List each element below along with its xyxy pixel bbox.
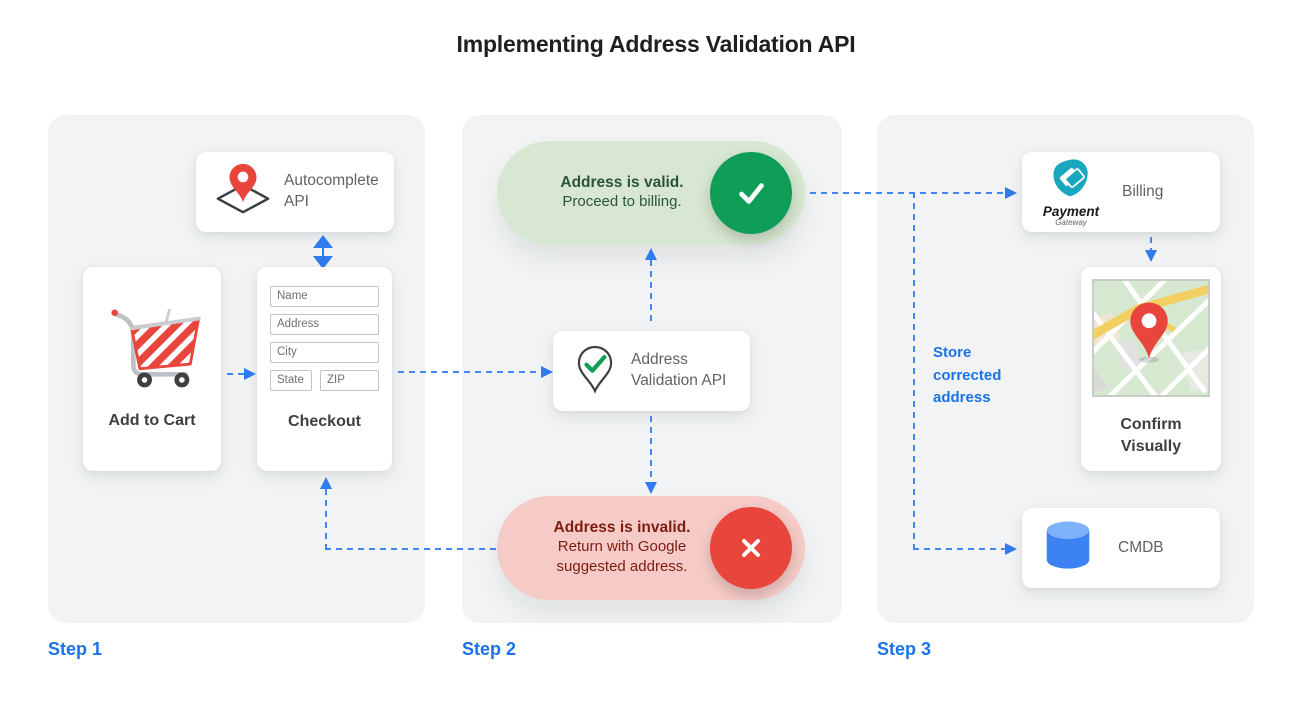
arrow-validation-to-valid-line [650,260,652,326]
step2-label: Step 2 [462,639,517,659]
step3-label: Step 3 [877,639,932,659]
double-arrow-icon [313,235,333,274]
invalid-subtitle: Return with Google suggested address. [556,537,688,575]
check-circle-icon [710,152,792,234]
confirm-visually-card: Confirm Visually [1080,267,1221,471]
arrow-store-to-cmdb-head [1005,543,1017,555]
arrow-cart-to-checkout-head [244,368,256,380]
cart-icon [96,308,208,397]
invalid-title: Address is invalid. [553,518,691,536]
address-invalid-pill: Address is invalid. Return with Google s… [497,496,805,600]
database-cylinder-icon [1044,518,1092,579]
confirm-visually-label: Confirm Visually [1120,416,1182,456]
checkout-card: Name Address City State ZIP Checkout [257,267,392,471]
arrow-store-to-cmdb-line [913,548,1006,550]
address-valid-pill: Address is valid. Proceed to billing. [497,141,805,245]
page-title: Implementing Address Validation API [456,31,856,57]
city-field: City [270,342,379,363]
arrow-valid-to-billing-head [1005,187,1017,199]
arrow-validation-to-invalid-line [650,416,652,482]
autocomplete-api-card: Autocomplete API [196,152,394,232]
address-validation-api-label: Address Validation API [631,351,727,389]
checkout-label: Checkout [288,413,361,430]
valid-title: Address is valid. [560,173,684,191]
address-field: Address [270,314,379,335]
payment-gateway-icon: Payment Gateway [1038,157,1104,227]
arrow-cart-to-checkout-line [227,373,245,375]
arrow-validation-to-valid-head [645,248,657,260]
step1-label: Step 1 [48,639,103,659]
arrow-checkout-to-validation-line [398,371,542,373]
name-field: Name [270,286,379,307]
state-field: State [270,370,312,391]
payment-brand-text: Payment [1042,204,1100,219]
arrow-invalid-return-hline [325,548,497,550]
x-circle-icon [710,507,792,589]
add-to-cart-card: Add to Cart [83,267,221,471]
cmdb-label: CMDB [1118,538,1164,556]
valid-subtitle: Proceed to billing. [562,192,682,210]
arrow-billing-to-confirm-head [1145,250,1157,262]
autocomplete-api-label: Autocomplete API [284,172,379,210]
pin-check-icon [573,342,617,401]
arrow-invalid-return-vline [325,489,327,549]
arrow-billing-to-confirm-line [1150,237,1152,251]
map-pin-diamond-icon [212,162,274,223]
arrow-store-branch-vline [913,192,915,548]
billing-card: Payment Gateway Billing [1022,152,1220,232]
zip-field: ZIP [320,370,379,391]
arrow-invalid-return-head [320,477,332,489]
arrow-validation-to-invalid-head [645,482,657,494]
payment-brand-subtext: Gateway [1055,218,1087,227]
map-thumbnail-icon [1080,267,1220,407]
store-corrected-address-note: Store corrected address [933,344,1002,406]
billing-label: Billing [1122,182,1164,200]
add-to-cart-label: Add to Cart [108,412,196,429]
address-validation-api-card: Address Validation API [553,331,750,411]
arrow-checkout-to-validation-head [541,366,553,378]
cmdb-card: CMDB [1022,508,1220,588]
arrow-valid-to-billing-line [810,192,1006,194]
